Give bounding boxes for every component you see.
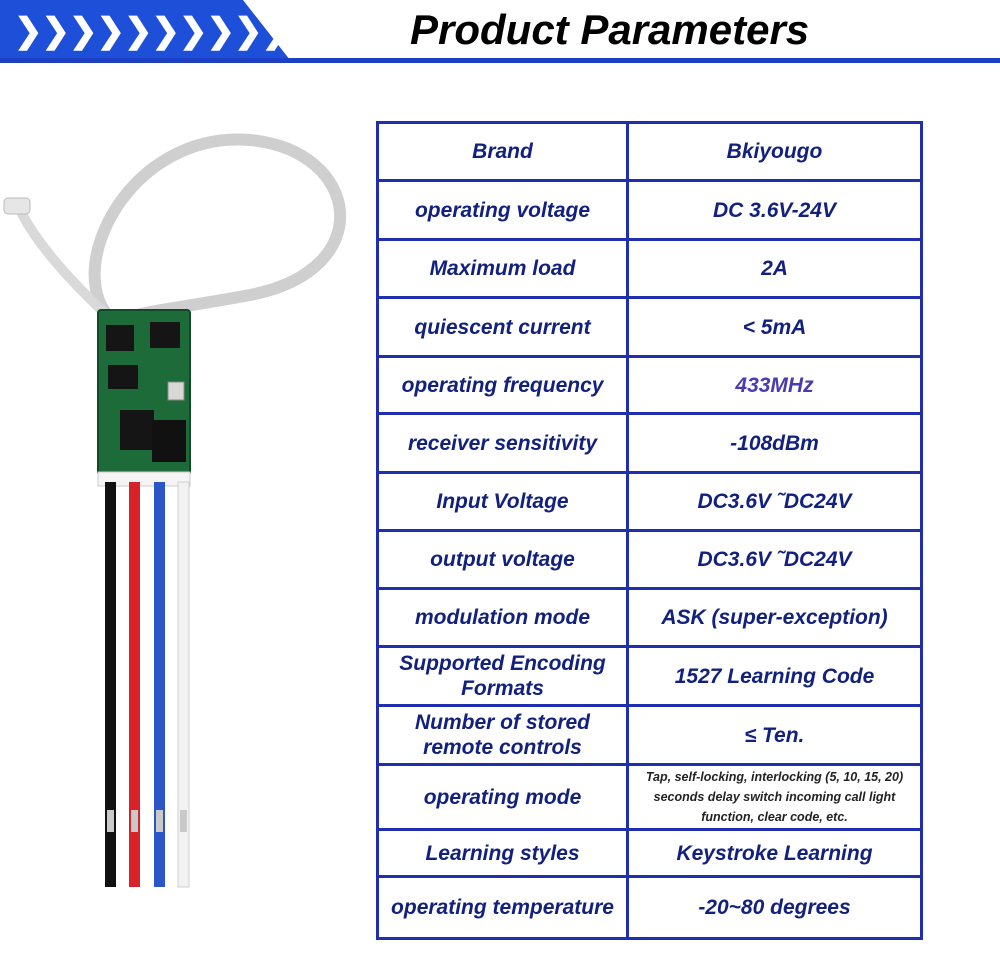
param-value: ASK (super-exception) — [626, 587, 923, 648]
param-value: -20~80 degrees — [626, 875, 923, 940]
chip — [106, 325, 134, 351]
param-value: Keystroke Learning — [626, 828, 923, 878]
param-key: receiver sensitivity — [376, 412, 629, 474]
chevron-right-icon: ❯ — [289, 12, 317, 50]
chevron-right-icon: ❯ — [261, 12, 290, 50]
param-value: ≤ Ten. — [626, 704, 923, 766]
page-title: Product Parameters — [410, 6, 810, 53]
banner-underline — [0, 58, 1000, 63]
relay — [152, 420, 186, 462]
param-key: operating voltage — [376, 179, 629, 241]
wire-tip — [180, 810, 187, 832]
wire-tip — [156, 810, 163, 832]
button — [167, 381, 185, 401]
param-key: output voltage — [376, 529, 629, 590]
wire-blue — [154, 482, 165, 887]
banner-accent — [0, 0, 290, 60]
param-value: 1527 Learning Code — [626, 645, 923, 707]
param-key: Number of stored remote controls — [376, 704, 629, 766]
table-row: quiescent current< 5mA — [376, 296, 923, 358]
chevron-right-icon: ❯ — [179, 12, 207, 50]
chevron-right-icon: ❯ — [69, 12, 97, 50]
wire-tip — [131, 810, 138, 832]
param-key: operating frequency — [376, 355, 629, 415]
param-value: 433MHz — [626, 355, 923, 415]
param-key: operating mode — [376, 763, 629, 831]
param-value: < 5mA — [626, 296, 923, 358]
param-value: 2A — [626, 238, 923, 299]
chevron-right-icon: ❯ — [14, 12, 42, 50]
wire-red — [129, 482, 140, 887]
param-key: quiescent current — [376, 296, 629, 358]
chevron-strip: ❯ ❯ ❯ ❯ ❯ ❯ ❯ ❯ ❯ ❯ ❯ ❯ — [14, 12, 345, 50]
connector — [97, 471, 191, 487]
chevron-right-icon: ❯ — [41, 12, 70, 50]
param-value: Tap, self-locking, interlocking (5, 10, … — [626, 763, 923, 831]
param-key: modulation mode — [376, 587, 629, 648]
wire-black — [105, 482, 116, 887]
param-key: operating temperature — [376, 875, 629, 940]
table-row: operating temperature-20~80 degrees — [376, 875, 923, 940]
chevron-right-icon: ❯ — [206, 12, 235, 50]
antenna-tip — [3, 197, 31, 215]
wire-white — [177, 481, 190, 888]
table-row: receiver sensitivity-108dBm — [376, 412, 923, 474]
param-value: DC3.6V ˜DC24V — [626, 529, 923, 590]
chip — [108, 365, 138, 389]
wire-tip — [107, 810, 114, 832]
param-key: Supported Encoding Formats — [376, 645, 629, 707]
chip — [150, 322, 180, 348]
chevron-right-icon: ❯ — [151, 12, 180, 50]
chevron-right-icon: ❯ — [234, 12, 262, 50]
param-value: DC3.6V ˜DC24V — [626, 471, 923, 532]
header-banner: ❯ ❯ ❯ ❯ ❯ ❯ ❯ ❯ ❯ ❯ ❯ ❯ Product Paramete… — [0, 0, 1000, 64]
param-key: Brand — [376, 121, 629, 182]
chevron-right-icon: ❯ — [96, 12, 125, 50]
product-image — [3, 133, 346, 888]
param-value: -108dBm — [626, 412, 923, 474]
param-value: DC 3.6V-24V — [626, 179, 923, 241]
chevron-right-icon: ❯ — [316, 12, 345, 50]
antenna-cable — [88, 133, 346, 326]
param-key: Maximum load — [376, 238, 629, 299]
chevron-right-icon: ❯ — [124, 12, 152, 50]
param-key: Input Voltage — [376, 471, 629, 532]
param-key: Learning styles — [376, 828, 629, 878]
chip — [120, 410, 154, 450]
table-row: Number of stored remote controls≤ Ten. — [376, 704, 923, 766]
param-value: Bkiyougo — [626, 121, 923, 182]
